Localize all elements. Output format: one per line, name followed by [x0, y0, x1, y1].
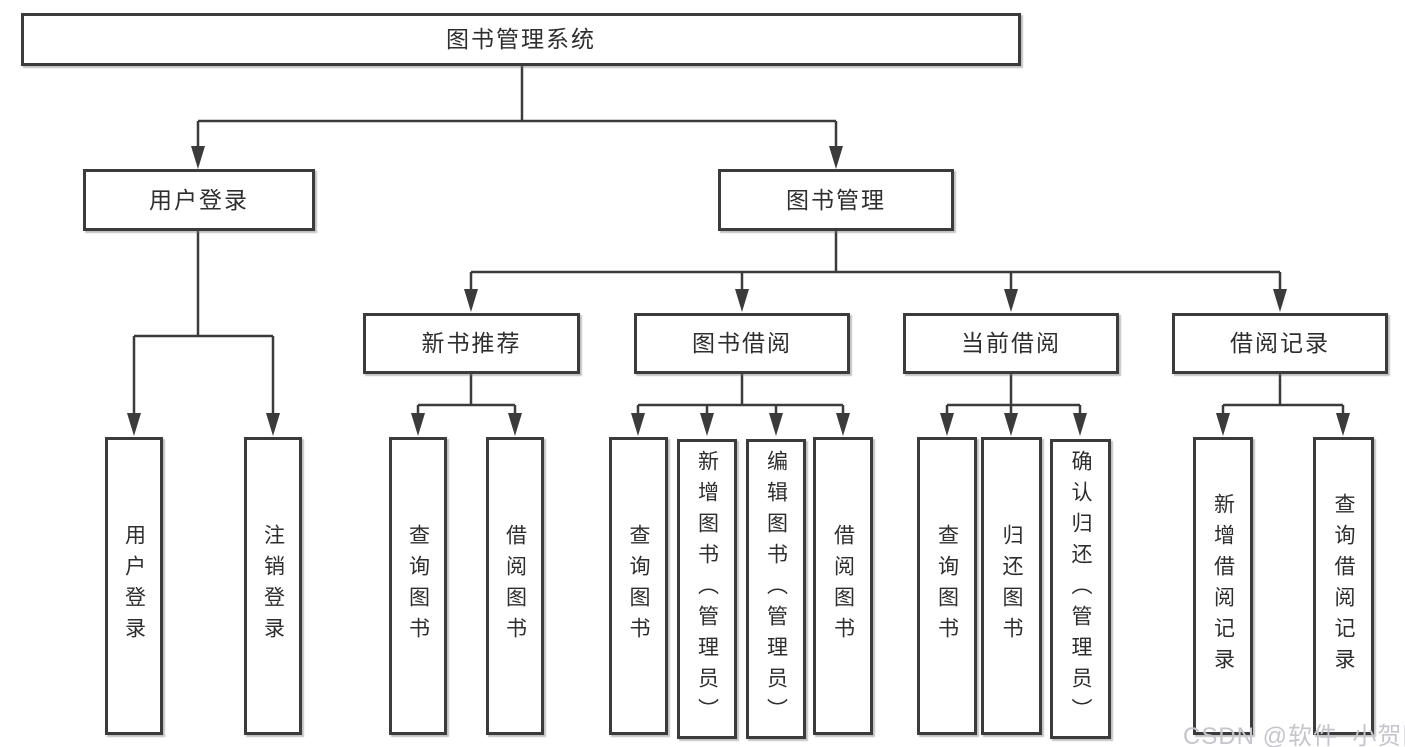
arrow-icon [508, 413, 522, 436]
leaf-label: 查询借阅记录 [1332, 493, 1355, 679]
leaf-borrow-add-books-admin: 新增图书（管理员） [677, 439, 737, 739]
leaf-label: 借阅图书 [503, 524, 527, 648]
node-library-management-system: 图书管理系统 [21, 13, 1021, 66]
arrow-icon [1273, 289, 1287, 312]
leaf-label: 新增借阅记录 [1211, 493, 1235, 679]
arrow-icon [836, 413, 850, 436]
leaf-label: 借阅图书 [831, 524, 855, 648]
arrow-icon [1216, 413, 1230, 436]
connector-borrow-records-trunk [1221, 374, 1345, 416]
leaf-borrow-edit-books-admin: 编辑图书（管理员） [746, 439, 806, 739]
node-borrowing-records: 借阅记录 [1172, 313, 1388, 374]
leaf-current-query-books: 查询图书 [917, 437, 977, 735]
arrow-icon [631, 413, 645, 436]
leaf-logout: 注销登录 [244, 437, 302, 735]
arrow-icon [1073, 413, 1087, 436]
arrow-icon [700, 413, 714, 436]
leaf-label: 编辑图书（管理员） [764, 449, 788, 729]
leaf-label: 查询图书 [406, 524, 430, 648]
arrow-icon [1004, 413, 1018, 436]
leaf-current-confirm-return-admin: 确认归还（管理员） [1050, 439, 1111, 739]
leaf-label: 注销登录 [261, 524, 285, 648]
leaf-borrow-borrow-books: 借阅图书 [813, 437, 873, 735]
arrow-icon [266, 413, 280, 436]
node-book-borrowing: 图书借阅 [634, 313, 850, 374]
node-book-management: 图书管理 [718, 169, 954, 231]
leaf-newbook-query-books: 查询图书 [389, 437, 447, 735]
connector-current-borrow-trunk [945, 374, 1082, 416]
arrow-icon [191, 146, 205, 169]
connector-root-trunk [196, 66, 838, 149]
arrow-icon [411, 413, 425, 436]
leaf-label: 新增图书（管理员） [695, 449, 719, 729]
leaf-current-return-books: 归还图书 [981, 437, 1042, 735]
leaf-label: 查询图书 [935, 524, 959, 648]
arrow-icon [829, 146, 843, 169]
connector-user-login-trunk [132, 231, 275, 415]
leaf-user-login: 用户登录 [105, 437, 163, 735]
arrowheads [127, 146, 1350, 436]
leaf-label: 用户登录 [122, 524, 146, 648]
arrow-icon [1336, 413, 1350, 436]
leaf-newbook-borrow-books: 借阅图书 [486, 437, 544, 735]
connector-book-mgmt-trunk [469, 231, 1282, 291]
connector-book-borrow-trunk [636, 374, 845, 416]
arrow-icon [1004, 289, 1018, 312]
node-user-login: 用户登录 [83, 169, 315, 231]
arrow-icon [769, 413, 783, 436]
leaf-label: 查询图书 [627, 524, 650, 648]
leaf-borrow-query-books: 查询图书 [609, 437, 668, 735]
leaf-label: 确认归还（管理员） [1069, 449, 1092, 729]
arrow-icon [127, 413, 141, 436]
node-new-book-recommend: 新书推荐 [363, 313, 580, 374]
watermark: CSDN @软件_小贺同学 [1183, 723, 1405, 747]
arrow-icon [464, 289, 478, 312]
connector-new-book-trunk [416, 374, 517, 416]
leaf-records-query-borrow-record: 查询借阅记录 [1313, 437, 1374, 735]
arrow-icon [735, 289, 749, 312]
leaf-records-add-borrow-record: 新增借阅记录 [1193, 437, 1253, 735]
leaf-label: 归还图书 [1000, 524, 1023, 648]
arrow-icon [940, 413, 954, 436]
node-current-borrowing: 当前借阅 [903, 313, 1119, 374]
